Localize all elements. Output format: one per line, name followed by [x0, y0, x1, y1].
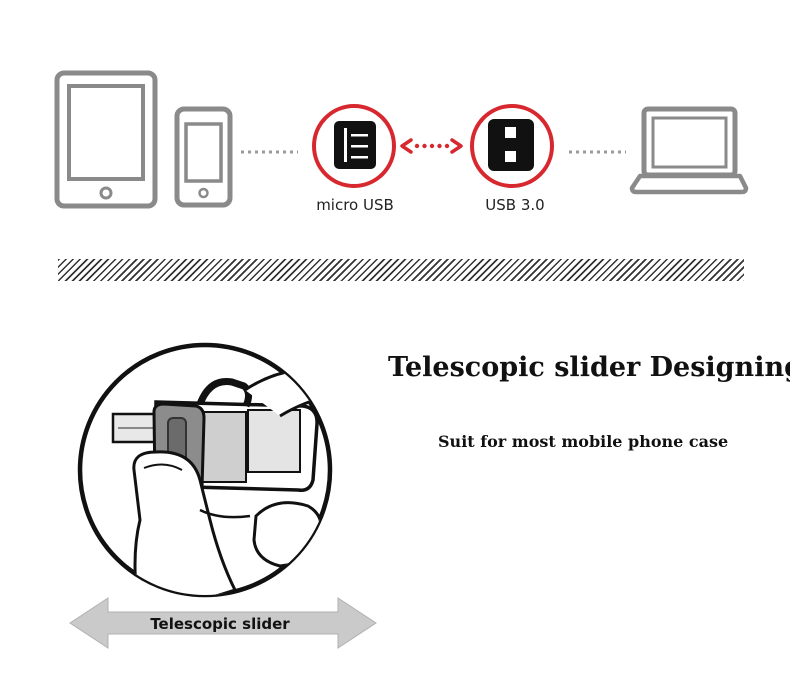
telescopic-slider-illustration [69, 342, 377, 649]
usb-port-icon [470, 104, 554, 188]
device-connection-diagram [54, 70, 749, 209]
bidirectional-arrow-icon [400, 138, 463, 154]
micro-usb-port-icon [312, 104, 396, 188]
laptop-icon [629, 106, 749, 195]
section-headline: Telescopic slider Designing [388, 352, 790, 383]
smartphone-icon [174, 106, 233, 208]
slider-direction-arrow-icon [69, 597, 377, 649]
hand-holding-drive-drawing [111, 367, 330, 595]
section-subline: Suit for most mobile phone case [438, 432, 729, 451]
telescopic-slider-label: Telescopic slider [150, 615, 290, 633]
usb3-label: USB 3.0 [485, 196, 545, 214]
hatched-divider [58, 259, 744, 281]
tablet-icon [54, 70, 158, 209]
micro-usb-label: micro USB [316, 196, 394, 214]
